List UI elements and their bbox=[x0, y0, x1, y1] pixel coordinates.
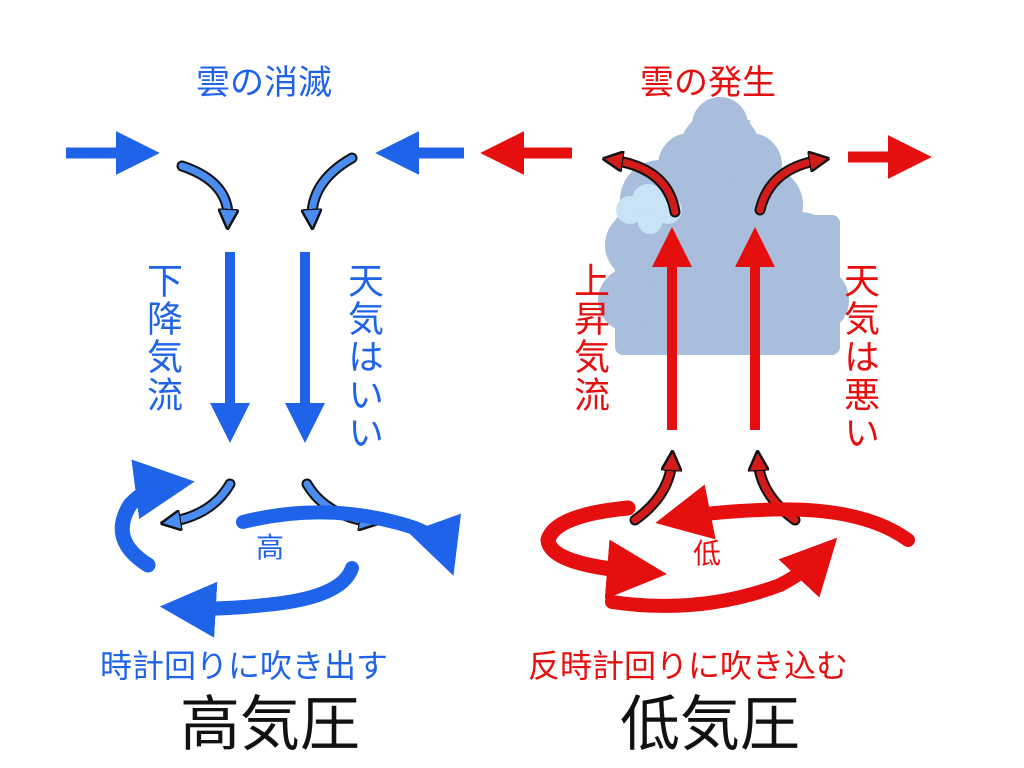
high-diverge-curve-left bbox=[170, 478, 236, 522]
high-flow-label: 時計回りに吹き出す bbox=[100, 647, 389, 685]
high-converge-curve-left bbox=[176, 160, 228, 220]
low-diverge-curve-right bbox=[754, 160, 820, 216]
low-flow-label: 反時計回りに吹き込む bbox=[528, 647, 849, 685]
high-title: 高気圧 bbox=[180, 690, 360, 760]
low-weather-label: 天気は悪い bbox=[838, 262, 879, 452]
low-title: 低気圧 bbox=[620, 690, 800, 760]
high-converge-curve-right bbox=[312, 152, 358, 220]
low-converge-curve-left bbox=[629, 460, 672, 526]
cloud bbox=[598, 97, 849, 355]
low-diverge-curve-left bbox=[612, 160, 681, 218]
high-weather-label: 天気はいい bbox=[342, 262, 383, 452]
low-center-label: 低 bbox=[693, 537, 722, 570]
low-counterclockwise-arrows bbox=[540, 484, 915, 613]
low-air-label: 上昇気流 bbox=[568, 262, 609, 414]
low-top-label: 雲の発生 bbox=[640, 63, 776, 103]
high-air-label: 下降気流 bbox=[141, 262, 182, 414]
high-clockwise-arrows bbox=[114, 459, 461, 638]
high-top-label: 雲の消滅 bbox=[196, 63, 332, 103]
high-center-label: 高 bbox=[256, 531, 285, 564]
